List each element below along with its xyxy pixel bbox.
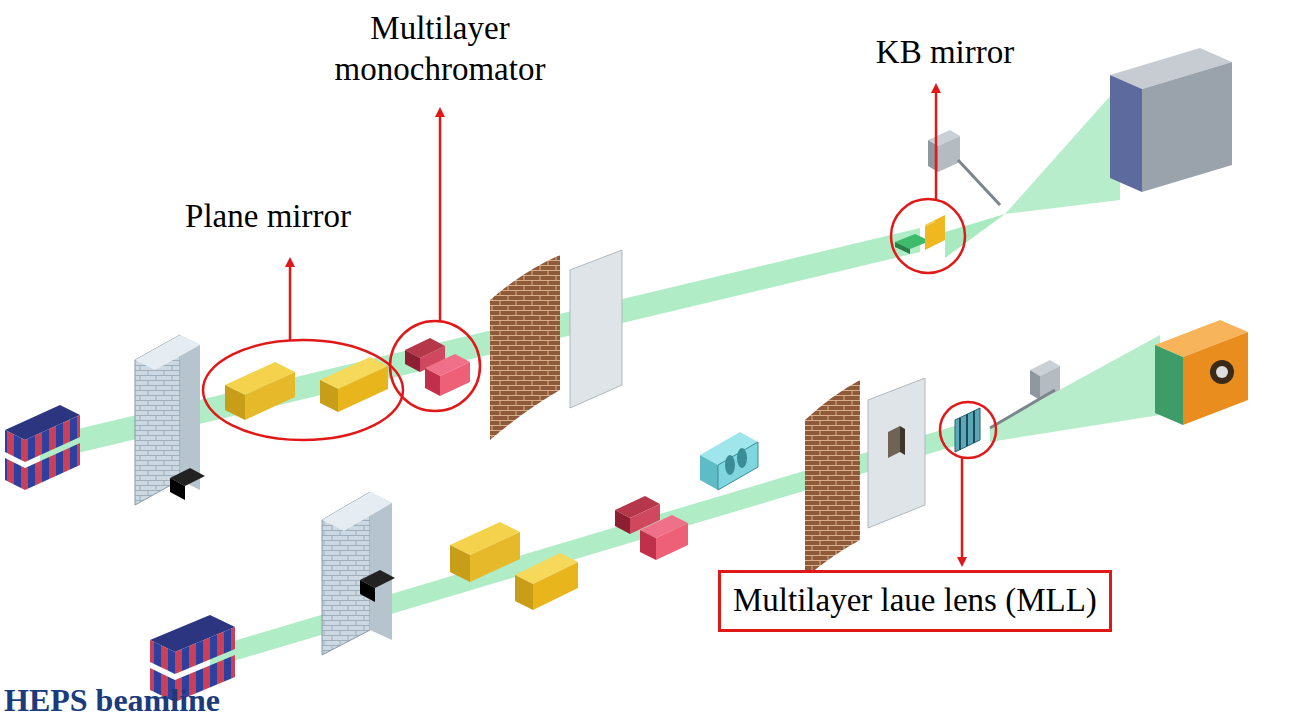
- part-label: Plane mirror: [185, 196, 351, 237]
- part-label: KB mirror: [876, 32, 1014, 73]
- callout-box: Multilayer laue lens (MLL): [718, 570, 1112, 632]
- part-label: Multilayer monochromator: [323, 8, 558, 91]
- figure-caption: HEPS beamline: [4, 682, 220, 719]
- callout-text: Multilayer laue lens (MLL): [733, 581, 1109, 621]
